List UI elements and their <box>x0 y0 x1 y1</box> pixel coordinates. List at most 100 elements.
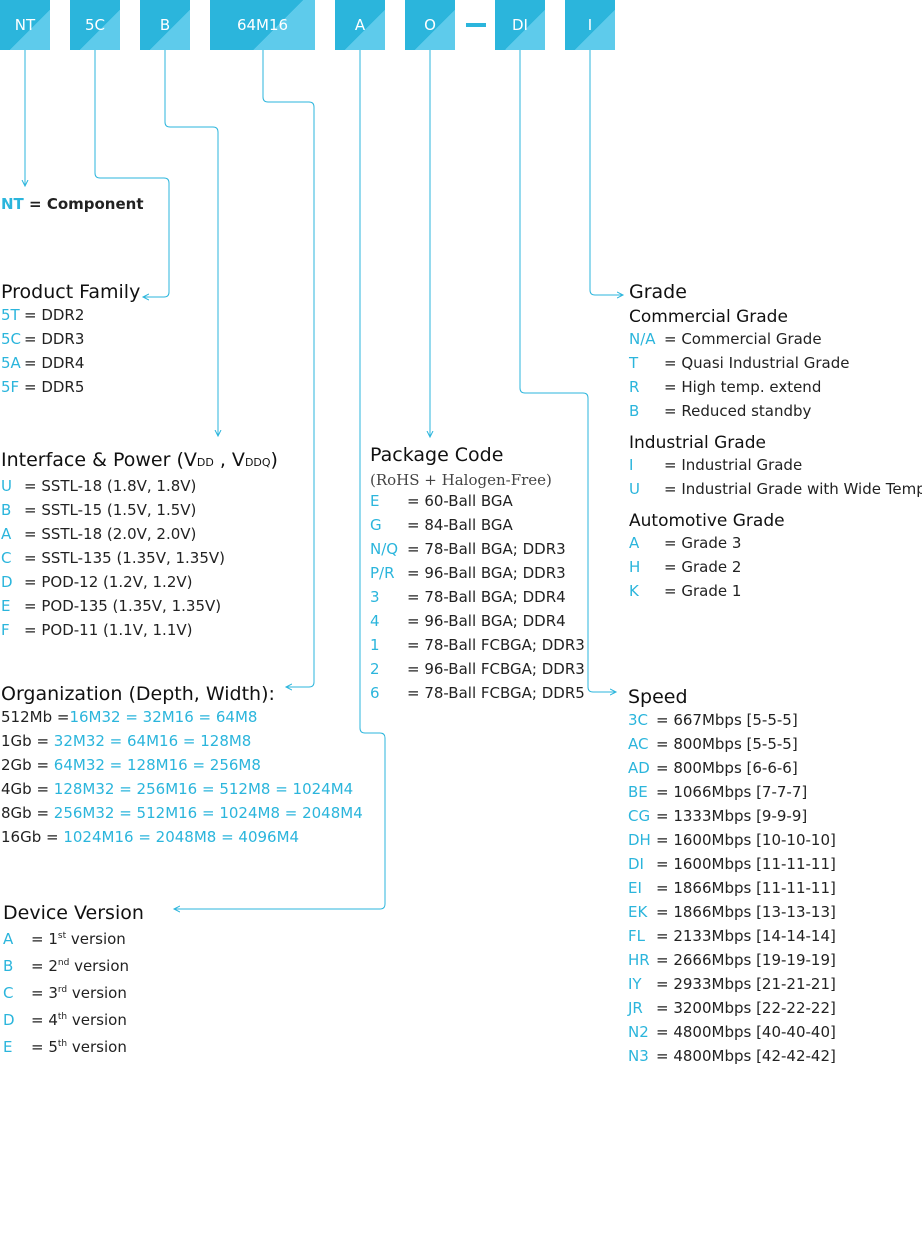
organization-values: 1024M16 = 2048M8 = 4096M4 <box>63 828 300 846</box>
organization-values: 16M32 = 32M16 = 64M8 <box>69 708 258 726</box>
speed-item: HR = 2666Mbps [19-19-19] <box>628 948 836 972</box>
device-version-label: version <box>66 930 126 948</box>
package-item-desc: = 96-Ball FCBGA; DDR3 <box>407 660 585 678</box>
organization-section: Organization (Depth, Width): 512Mb =16M3… <box>1 683 363 849</box>
speed-item-code: AC <box>628 735 649 753</box>
speed-item-code: 3C <box>628 711 649 729</box>
organization-density: 4Gb = <box>1 780 54 798</box>
commercial-grade-item-desc: = Quasi Industrial Grade <box>664 354 850 372</box>
speed-item-code: EI <box>628 879 642 897</box>
speed-item-code: JR <box>628 999 643 1017</box>
speed-item: DI= 1600Mbps [11-11-11] <box>628 852 836 876</box>
interface-item-desc: = SSTL-18 (1.8V, 1.8V) <box>24 477 197 495</box>
industrial-grade-item: U= Industrial Grade with Wide Temp. <box>629 477 922 501</box>
device-version-code: E <box>3 1038 13 1056</box>
speed-item: EK= 1866Mbps [13-13-13] <box>628 900 836 924</box>
device-version-ordinal: rd <box>57 985 68 995</box>
package-item-desc: = 78-Ball BGA; DDR4 <box>407 588 566 606</box>
speed-item: AC = 800Mbps [5-5-5] <box>628 732 836 756</box>
speed-item-desc: = 800Mbps [5-5-5] <box>656 735 798 753</box>
interface-item-code: C <box>1 549 12 567</box>
device-version-ordinal: th <box>57 1012 68 1022</box>
speed-item-desc: = 1333Mbps [9-9-9] <box>656 807 808 825</box>
package-item: G = 84-Ball BGA <box>370 513 585 537</box>
speed-item-code: BE <box>628 783 648 801</box>
package-item-desc: = 84-Ball BGA <box>407 516 513 534</box>
device-version-number: = 5 <box>31 1038 58 1056</box>
speed-item-desc: = 2933Mbps [21-21-21] <box>656 975 836 993</box>
package-item-code: P/R <box>370 564 395 582</box>
organization-item: 1Gb = 32M32 = 64M16 = 128M8 <box>1 729 363 753</box>
organization-item: 8Gb = 256M32 = 512M16 = 1024M8 = 2048M4 <box>1 801 363 825</box>
package-item-desc: = 96-Ball BGA; DDR3 <box>407 564 566 582</box>
commercial-grade-item: R= High temp. extend <box>629 375 922 399</box>
organization-item: 4Gb = 128M32 = 256M16 = 512M8 = 1024M4 <box>1 777 363 801</box>
device-version-number: = 4 <box>31 1011 58 1029</box>
part-box-b: B <box>140 0 190 50</box>
organization-item: 16Gb = 1024M16 = 2048M8 = 4096M4 <box>1 825 363 849</box>
speed-item-code: FL <box>628 927 645 945</box>
product-family-item: 5T= DDR2 <box>1 303 140 327</box>
industrial-grade-item-desc: = Industrial Grade with Wide Temp. <box>664 480 922 498</box>
device-version-label: version <box>67 1011 127 1029</box>
device-version-item: E= 5th version <box>3 1032 144 1059</box>
device-version-label: version <box>67 1038 127 1056</box>
device-version-number: = 2 <box>31 957 58 975</box>
device-version-code: D <box>3 1011 15 1029</box>
interface-item-code: D <box>1 573 13 591</box>
speed-item-desc: = 1600Mbps [11-11-11] <box>656 855 836 873</box>
package-item: N/Q= 78-Ball BGA; DDR3 <box>370 537 585 561</box>
connector-b <box>164 50 218 436</box>
product-family-item-code: 5A <box>1 354 21 372</box>
package-item-code: G <box>370 516 382 534</box>
organization-title: Organization (Depth, Width): <box>1 683 275 705</box>
speed-item-desc: = 2666Mbps [19-19-19] <box>656 951 836 969</box>
organization-values: 64M32 = 128M16 = 256M8 <box>53 756 261 774</box>
interface-item-desc: = POD-12 (1.2V, 1.2V) <box>24 573 193 591</box>
speed-item-code: HR <box>628 951 650 969</box>
device-version-ordinal: nd <box>57 958 70 968</box>
organization-item: 2Gb = 64M32 = 128M16 = 256M8 <box>1 753 363 777</box>
interface-section: Interface & Power (VDD , VDDQ) U= SSTL-1… <box>1 449 278 642</box>
interface-item: E= POD-135 (1.35V, 1.35V) <box>1 594 278 618</box>
interface-item: B= SSTL-15 (1.5V, 1.5V) <box>1 498 278 522</box>
automotive-grade-item: A= Grade 3 <box>629 531 922 555</box>
package-item: 3= 78-Ball BGA; DDR4 <box>370 585 585 609</box>
automotive-grade-item: K= Grade 1 <box>629 579 922 603</box>
speed-list: 3C = 667Mbps [5-5-5] AC = 800Mbps [5-5-5] AD… <box>628 708 836 1068</box>
part-box-a: A <box>335 0 385 50</box>
commercial-grade-item-code: B <box>629 402 640 420</box>
device-version-ordinal: st <box>57 931 67 941</box>
commercial-grade-item: T= Quasi Industrial Grade <box>629 351 922 375</box>
package-section: Package Code (RoHS + Halogen-Free) E= 60… <box>370 444 585 705</box>
device-version-number: = 3 <box>31 984 58 1002</box>
part-dash <box>466 23 486 27</box>
product-family-item: 5F= DDR5 <box>1 375 140 399</box>
speed-item: 3C = 667Mbps [5-5-5] <box>628 708 836 732</box>
speed-item-code: EK <box>628 903 648 921</box>
speed-item: JR= 3200Mbps [22-22-22] <box>628 996 836 1020</box>
speed-item: EI= 1866Mbps [11-11-11] <box>628 876 836 900</box>
speed-item-code: AD <box>628 759 650 777</box>
speed-item: N2= 4800Mbps [40-40-40] <box>628 1020 836 1044</box>
organization-density: 1Gb = <box>1 732 54 750</box>
connector-64m16 <box>262 50 315 687</box>
device-version-item: B= 2nd version <box>3 951 144 978</box>
speed-item-desc: = 667Mbps [5-5-5] <box>656 711 798 729</box>
speed-item-code: IY <box>628 975 642 993</box>
component-desc: = Component <box>29 195 144 213</box>
interface-list: U= SSTL-18 (1.8V, 1.8V)B= SSTL-15 (1.5V,… <box>1 474 278 642</box>
device-version-code: B <box>3 957 14 975</box>
connector-5c <box>94 50 170 297</box>
automotive-grade-item-code: K <box>629 582 639 600</box>
product-family-item: 5A= DDR4 <box>1 351 140 375</box>
automotive-grade-item: H= Grade 2 <box>629 555 922 579</box>
speed-item: FL= 2133Mbps [14-14-14] <box>628 924 836 948</box>
package-item-desc: = 78-Ball BGA; DDR3 <box>407 540 566 558</box>
